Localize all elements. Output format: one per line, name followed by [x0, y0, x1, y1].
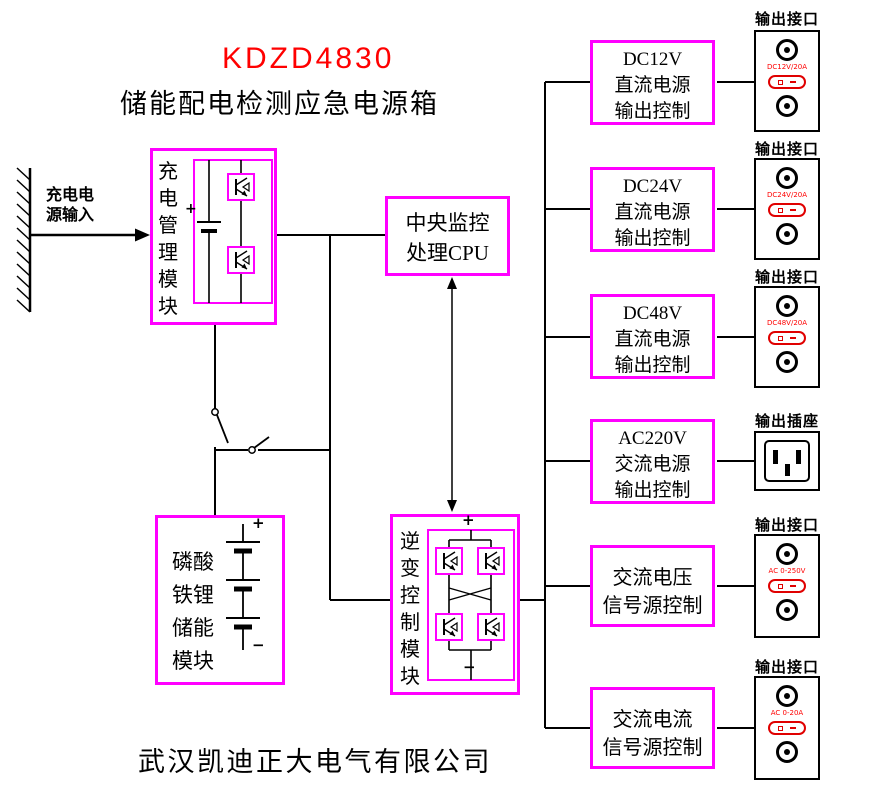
- connector-label-4: 输出插座: [754, 414, 819, 430]
- inverter-minus-sign: −: [463, 658, 476, 676]
- charge-input-label: 充电电 源输入: [46, 186, 94, 226]
- jack-terminal-icon: [776, 543, 798, 565]
- charge-capacitor-plus-sign: +: [185, 201, 197, 217]
- battery-label-line2: 铁锂: [172, 583, 214, 607]
- connector-jack-dc48v: DC48V/20A: [754, 286, 820, 388]
- connector-spec-1: DC12V/20A: [766, 63, 808, 71]
- charge-management-module-box: 充电管理模块: [150, 148, 277, 325]
- product-subtitle: 储能配电检测应急电源箱: [120, 89, 439, 119]
- battery-label-line1: 磷酸: [172, 550, 214, 574]
- battery-module-label: 磷酸 铁锂 储能 模块: [172, 546, 214, 678]
- connector-spec-2: DC24V/20A: [766, 191, 808, 199]
- output-dc24v-line2: 直流电源: [614, 202, 691, 223]
- output-dc12v-line2: 直流电源: [614, 75, 691, 96]
- jack-terminal-icon: [776, 351, 798, 373]
- output-module-ac220v: AC220V 交流电源 输出控制: [590, 419, 715, 504]
- battery-module-box: 磷酸 铁锂 储能 模块: [155, 515, 285, 685]
- inverter-module-label: 逆变控制模块: [400, 531, 420, 688]
- cpu-label-line2: 处理CPU: [406, 241, 489, 265]
- model-title: KDZD4830: [222, 42, 395, 75]
- connector-jack-dc12v: DC12V/20A: [754, 30, 820, 132]
- branch-switch-symbol: [248, 436, 270, 454]
- connector-label-3: 输出接口: [754, 270, 819, 286]
- output-dc24v-line1: DC24V: [622, 176, 683, 197]
- connector-spec-5: AC 0-250V: [768, 567, 806, 575]
- output-dc24v-line3: 输出控制: [614, 228, 691, 249]
- output-switch-icon: [768, 75, 806, 89]
- battery-minus-sign: −: [252, 636, 265, 654]
- output-dc12v-line1: DC12V: [622, 49, 683, 70]
- battery-label-line3: 储能: [172, 616, 214, 640]
- output-aca-line2: 信号源控制: [602, 737, 703, 759]
- connector-spec-6: AC 0-20A: [770, 709, 804, 717]
- jack-terminal-icon: [776, 39, 798, 61]
- cpu-label: 中央监控 处理CPU: [388, 199, 507, 268]
- output-acv-line2: 信号源控制: [602, 595, 703, 617]
- main-wires: [214, 81, 754, 729]
- charge-input-label-line2: 源输入: [46, 207, 95, 224]
- input-arrow: [30, 228, 150, 242]
- output-dc48v-line2: 直流电源: [614, 329, 691, 350]
- battery-label-line4: 模块: [172, 649, 214, 673]
- output-module-dc24v: DC24V 直流电源 输出控制: [590, 167, 715, 252]
- output-module-ac-current-signal: 交流电流 信号源控制: [590, 687, 715, 769]
- wall-hatch-symbol: [16, 167, 32, 313]
- output-dc12v-line3: 输出控制: [614, 101, 691, 122]
- cpu-label-line1: 中央监控: [405, 211, 490, 235]
- connector-jack-dc24v: DC24V/20A: [754, 158, 820, 260]
- jack-terminal-icon: [776, 685, 798, 707]
- output-switch-icon: [768, 203, 806, 217]
- output-switch-icon: [768, 331, 806, 345]
- output-acv-line1: 交流电压: [612, 567, 693, 589]
- output-switch-icon: [768, 721, 806, 735]
- power-socket-icon: [764, 440, 810, 482]
- connector-jack-ac-current: AC 0-20A: [754, 676, 820, 780]
- inverter-plus-sign: +: [462, 511, 475, 529]
- jack-terminal-icon: [776, 741, 798, 763]
- jack-terminal-icon: [776, 223, 798, 245]
- connector-spec-3: DC48V/20A: [766, 319, 808, 327]
- jack-terminal-icon: [776, 295, 798, 317]
- charge-input-label-line1: 充电电: [46, 187, 95, 204]
- connector-label-5: 输出接口: [754, 518, 819, 534]
- output-ac220v-line3: 输出控制: [614, 480, 691, 501]
- cpu-box: 中央监控 处理CPU: [385, 196, 510, 276]
- inverter-circuit: [427, 529, 515, 681]
- output-module-ac-voltage-signal: 交流电压 信号源控制: [590, 545, 715, 627]
- jack-terminal-icon: [776, 167, 798, 189]
- output-dc48v-line1: DC48V: [622, 303, 683, 324]
- jack-terminal-icon: [776, 95, 798, 117]
- output-aca-line1: 交流电流: [612, 709, 693, 731]
- charge-management-module-label: 充电管理模块: [158, 161, 178, 318]
- connector-label-6: 输出接口: [754, 660, 819, 676]
- output-module-dc48v: DC48V 直流电源 输出控制: [590, 294, 715, 379]
- connector-socket-ac220v: [754, 431, 820, 491]
- inverter-module-box: 逆变控制模块: [390, 514, 520, 695]
- output-switch-icon: [768, 579, 806, 593]
- output-ac220v-line1: AC220V: [618, 428, 687, 449]
- company-name: 武汉凯迪正大电气有限公司: [138, 747, 492, 777]
- battery-plus-sign: +: [252, 514, 265, 532]
- cpu-inverter-link-arrow: [447, 277, 457, 512]
- output-dc48v-line3: 输出控制: [614, 355, 691, 376]
- connector-jack-ac-voltage: AC 0-250V: [754, 534, 820, 638]
- charge-module-circuit: [193, 159, 273, 304]
- jack-terminal-icon: [776, 599, 798, 621]
- output-module-dc12v: DC12V 直流电源 输出控制: [590, 40, 715, 125]
- connector-label-1: 输出接口: [754, 12, 819, 28]
- battery-switch-symbol: [211, 408, 229, 444]
- battery-cells-symbol: [226, 524, 260, 650]
- output-ac220v-line2: 交流电源: [614, 454, 691, 475]
- connector-label-2: 输出接口: [754, 142, 819, 158]
